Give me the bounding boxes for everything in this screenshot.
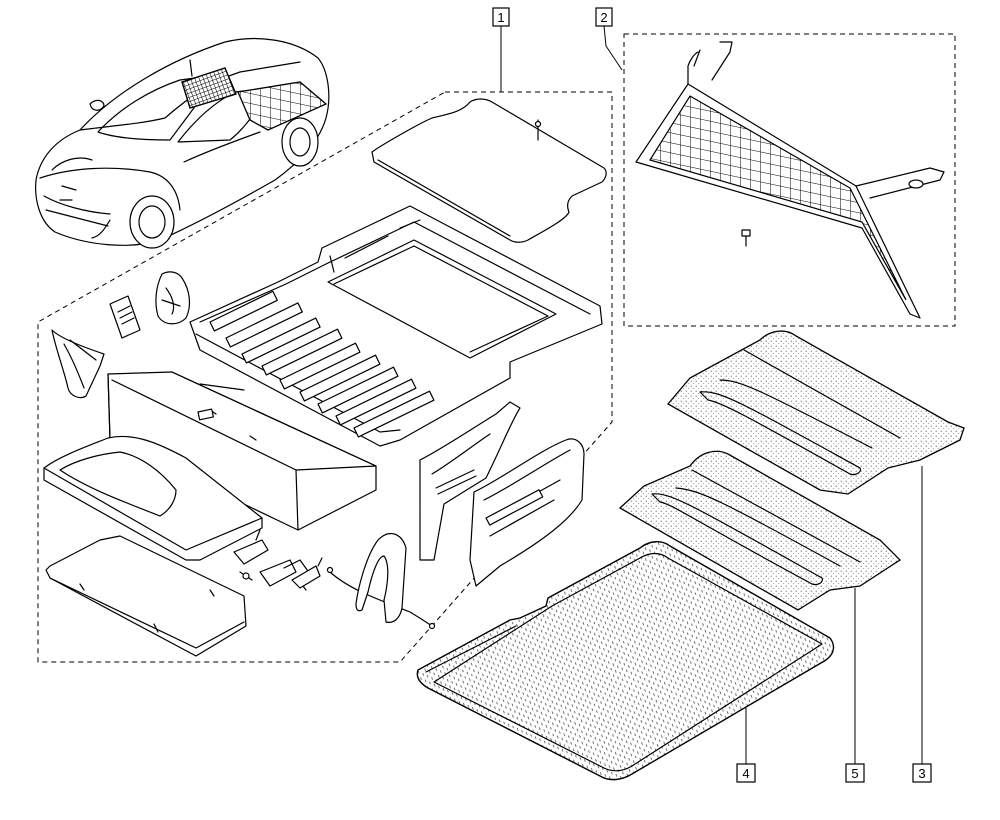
svg-text:4: 4	[742, 766, 749, 781]
car-illustration	[35, 37, 330, 249]
callout-1: 1	[492, 7, 510, 27]
svg-text:2: 2	[600, 10, 607, 25]
left-side-bracket	[51, 329, 105, 399]
mat-5	[618, 450, 902, 611]
car-cargo-net	[181, 67, 237, 109]
mat-3	[666, 330, 965, 495]
floor-panel	[43, 435, 263, 561]
storage-tray	[189, 205, 603, 447]
accessory-bag	[155, 271, 191, 325]
group-1-dashed-frame	[37, 91, 613, 663]
mat-4	[416, 541, 835, 781]
right-side-panel-b	[469, 438, 585, 587]
arch-handle	[355, 532, 407, 623]
svg-text:5: 5	[851, 766, 858, 781]
svg-text:3: 3	[918, 766, 925, 781]
right-side-panel-a	[419, 401, 521, 561]
bottom-board	[45, 535, 247, 657]
partition-net	[635, 41, 945, 319]
callout-2: 2	[595, 7, 613, 27]
mounting-clips	[233, 529, 323, 591]
strap-cable	[326, 566, 436, 630]
tray-ribs	[209, 290, 435, 438]
callout-4: 4	[736, 763, 756, 783]
callout-3: 3	[912, 763, 932, 783]
floor-cover-board	[371, 98, 607, 243]
callout-5: 5	[845, 763, 865, 783]
svg-text:1: 1	[497, 10, 504, 25]
instruction-booklet	[109, 295, 141, 339]
group-2-dashed-frame	[623, 33, 956, 327]
